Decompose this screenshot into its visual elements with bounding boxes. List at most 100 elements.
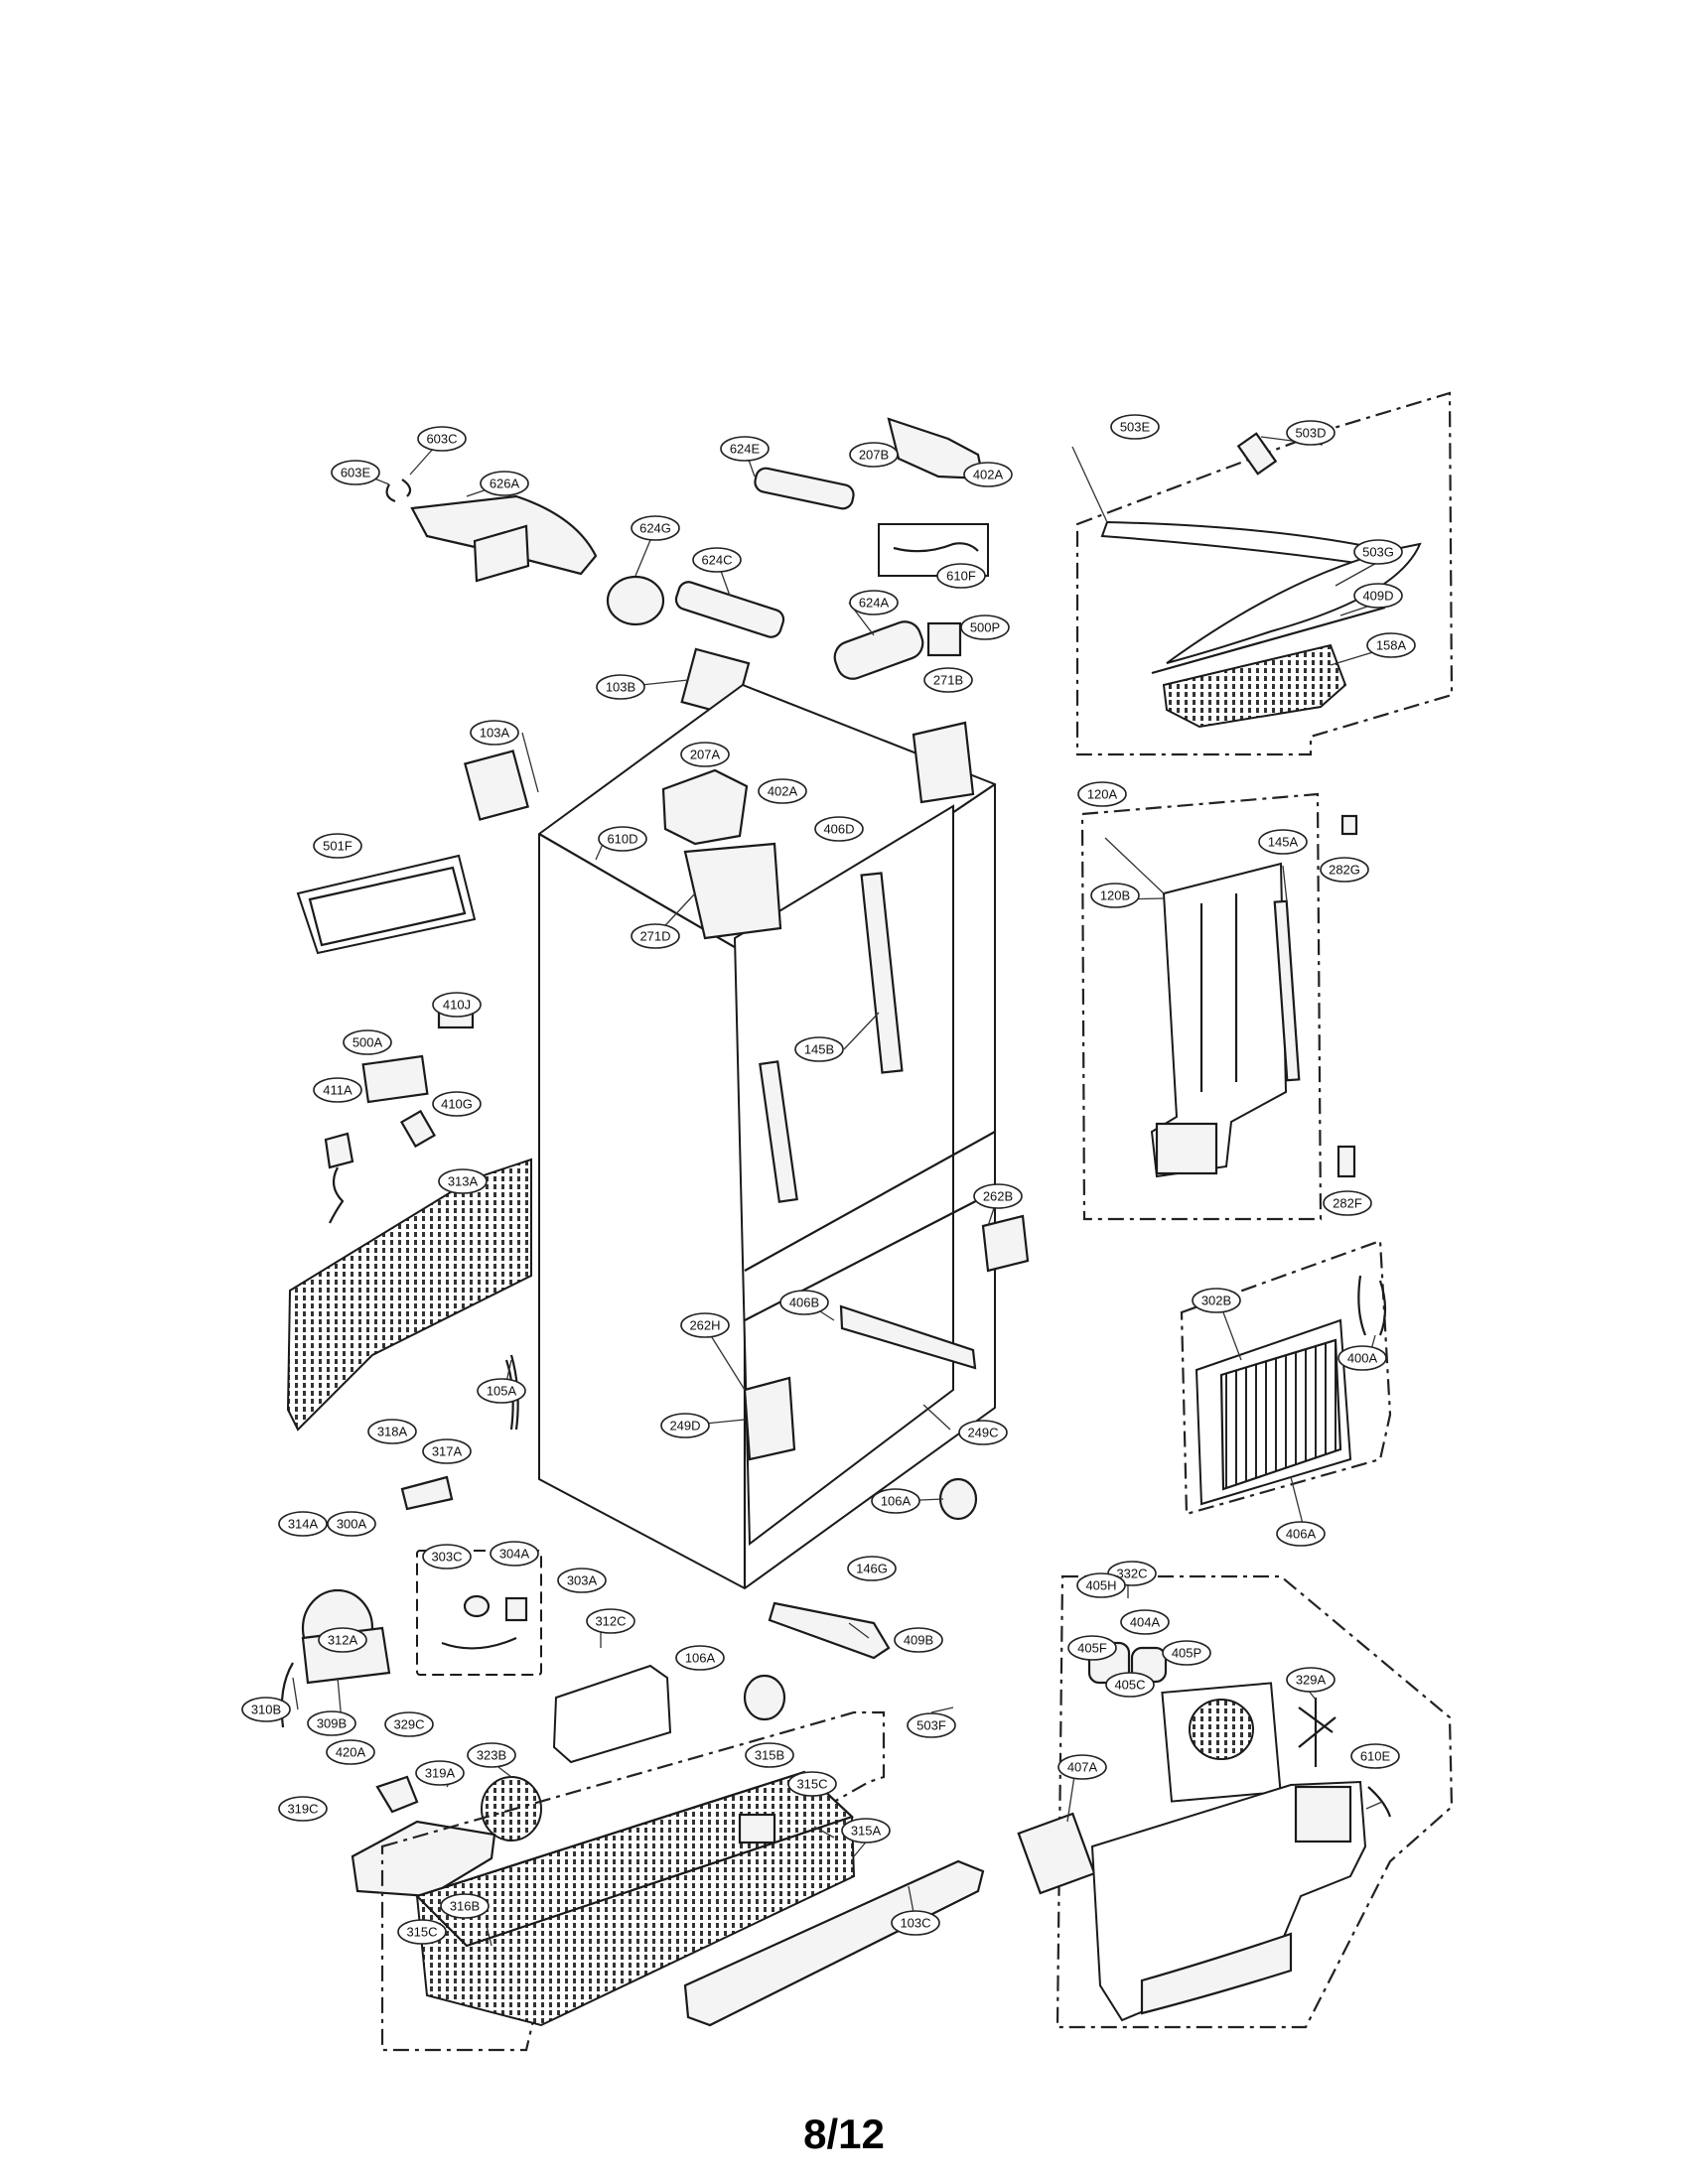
part-number-label: 207B	[859, 448, 889, 463]
part-number-label: 610F	[946, 569, 976, 584]
part-number-label: 402A	[768, 784, 798, 799]
part-number-label: 406D	[823, 822, 854, 837]
overload-protector	[463, 1594, 491, 1618]
door-switch-housing	[463, 750, 530, 821]
drain-fitting	[738, 1813, 776, 1844]
drawer-rail-bracket	[743, 1376, 796, 1461]
freezer-rail-left	[759, 1060, 798, 1203]
part-callout: 406B	[779, 1290, 829, 1315]
part-callout: 323B	[467, 1742, 516, 1768]
part-number-label: 105A	[487, 1384, 517, 1399]
part-number-label: 411A	[323, 1083, 352, 1098]
callout-bubble	[675, 1645, 725, 1671]
part-number-label: 282F	[1333, 1196, 1362, 1211]
part-callout: 103A	[470, 720, 519, 746]
part-number-label: 271D	[639, 929, 670, 944]
part-callout: 103B	[596, 674, 645, 700]
part-callout: 120A	[1077, 781, 1127, 807]
callout-bubble	[891, 1910, 940, 1936]
refrigerator-cabinet	[473, 524, 1030, 1590]
part-number-label: 318A	[377, 1425, 408, 1439]
callout-bubble	[1057, 1754, 1107, 1780]
fan-motor	[375, 1775, 419, 1814]
part-number-label: 400A	[1347, 1351, 1378, 1366]
heater-tube	[1273, 899, 1301, 1082]
callout-bubble	[432, 1091, 482, 1117]
part-callout: 315A	[841, 1818, 891, 1843]
part-callout: 406A	[1276, 1521, 1326, 1547]
part-number-label: 332C	[1116, 1567, 1147, 1581]
part-number-label: 146G	[856, 1562, 888, 1576]
part-callout: 282G	[1320, 857, 1369, 883]
callout-bubble	[432, 992, 482, 1018]
part-callout: 145B	[794, 1036, 844, 1062]
callout-bubble	[1286, 1667, 1336, 1693]
part-number-label: 303A	[567, 1573, 598, 1588]
part-number-label: 103A	[480, 726, 510, 741]
callout-bubble	[894, 1627, 943, 1653]
part-callout: 271B	[923, 667, 973, 693]
part-number-label: 262H	[689, 1318, 720, 1333]
callout-bubble	[318, 1627, 367, 1653]
part-callout: 402A	[963, 462, 1013, 487]
part-callout: 410G	[432, 1091, 482, 1117]
part-callout: 317A	[422, 1438, 472, 1464]
evaporator-group	[1180, 1239, 1392, 1516]
callout-bubble	[973, 1183, 1023, 1209]
callout-bubble	[331, 460, 380, 485]
part-callout: 249C	[958, 1420, 1008, 1445]
part-callout: 262H	[680, 1312, 730, 1338]
hinge-bracket-top	[661, 768, 749, 846]
part-number-label: 106A	[685, 1651, 716, 1666]
part-callout: 329A	[1286, 1667, 1336, 1693]
freezer-rail-right	[860, 872, 904, 1074]
callout-bubble	[557, 1568, 607, 1593]
part-number-label: 249C	[967, 1426, 998, 1440]
callout-bubble	[1353, 539, 1403, 565]
callout-bubble	[417, 426, 467, 452]
fan-shroud	[552, 1664, 672, 1764]
part-callout: 420A	[326, 1739, 375, 1765]
part-number-label: 329C	[393, 1717, 424, 1732]
part-callout: 624C	[692, 547, 742, 573]
part-number-label: 145B	[804, 1042, 834, 1057]
callout-bubble	[660, 1413, 710, 1438]
callout-bubble	[384, 1711, 434, 1737]
part-callout: 262B	[973, 1183, 1023, 1209]
part-number-label: 603C	[426, 432, 457, 447]
part-callout: 406D	[814, 816, 864, 842]
part-callout: 409D	[1353, 583, 1403, 609]
dispenser-housing	[1155, 1122, 1218, 1175]
part-callout: 319C	[278, 1796, 328, 1822]
fan-motor-housing	[1017, 1812, 1096, 1895]
part-callout: 624A	[849, 590, 899, 615]
part-number-label: 503D	[1295, 426, 1326, 441]
part-number-label: 319C	[287, 1802, 318, 1817]
icemaker-motor	[606, 575, 665, 626]
callout-bubble	[596, 674, 645, 700]
callout-bubble	[907, 1712, 956, 1738]
callout-bubble	[847, 1556, 897, 1581]
callout-bubble	[794, 1036, 844, 1062]
part-callout: 310B	[241, 1697, 291, 1722]
part-number-label: 610E	[1360, 1749, 1391, 1764]
part-callout: 319A	[415, 1760, 465, 1786]
part-callout: 409B	[894, 1627, 943, 1653]
part-callout: 304A	[490, 1541, 539, 1567]
callout-bubble	[814, 816, 864, 842]
callout-bubble	[960, 614, 1010, 640]
cap-clip	[1340, 814, 1358, 836]
callout-bubble	[480, 471, 529, 496]
callout-bubble	[936, 563, 986, 589]
part-number-label: 303C	[431, 1550, 462, 1565]
part-number-label: 626A	[490, 477, 520, 491]
callout-bubble	[1258, 829, 1308, 855]
callout-bubble	[849, 590, 899, 615]
callout-bubble	[586, 1608, 635, 1634]
ice-module-group	[1075, 391, 1454, 756]
part-callout: 302B	[1192, 1288, 1241, 1313]
callout-bubble	[779, 1290, 829, 1315]
callout-bubble	[1110, 414, 1160, 440]
callout-bubble	[1105, 1672, 1155, 1698]
